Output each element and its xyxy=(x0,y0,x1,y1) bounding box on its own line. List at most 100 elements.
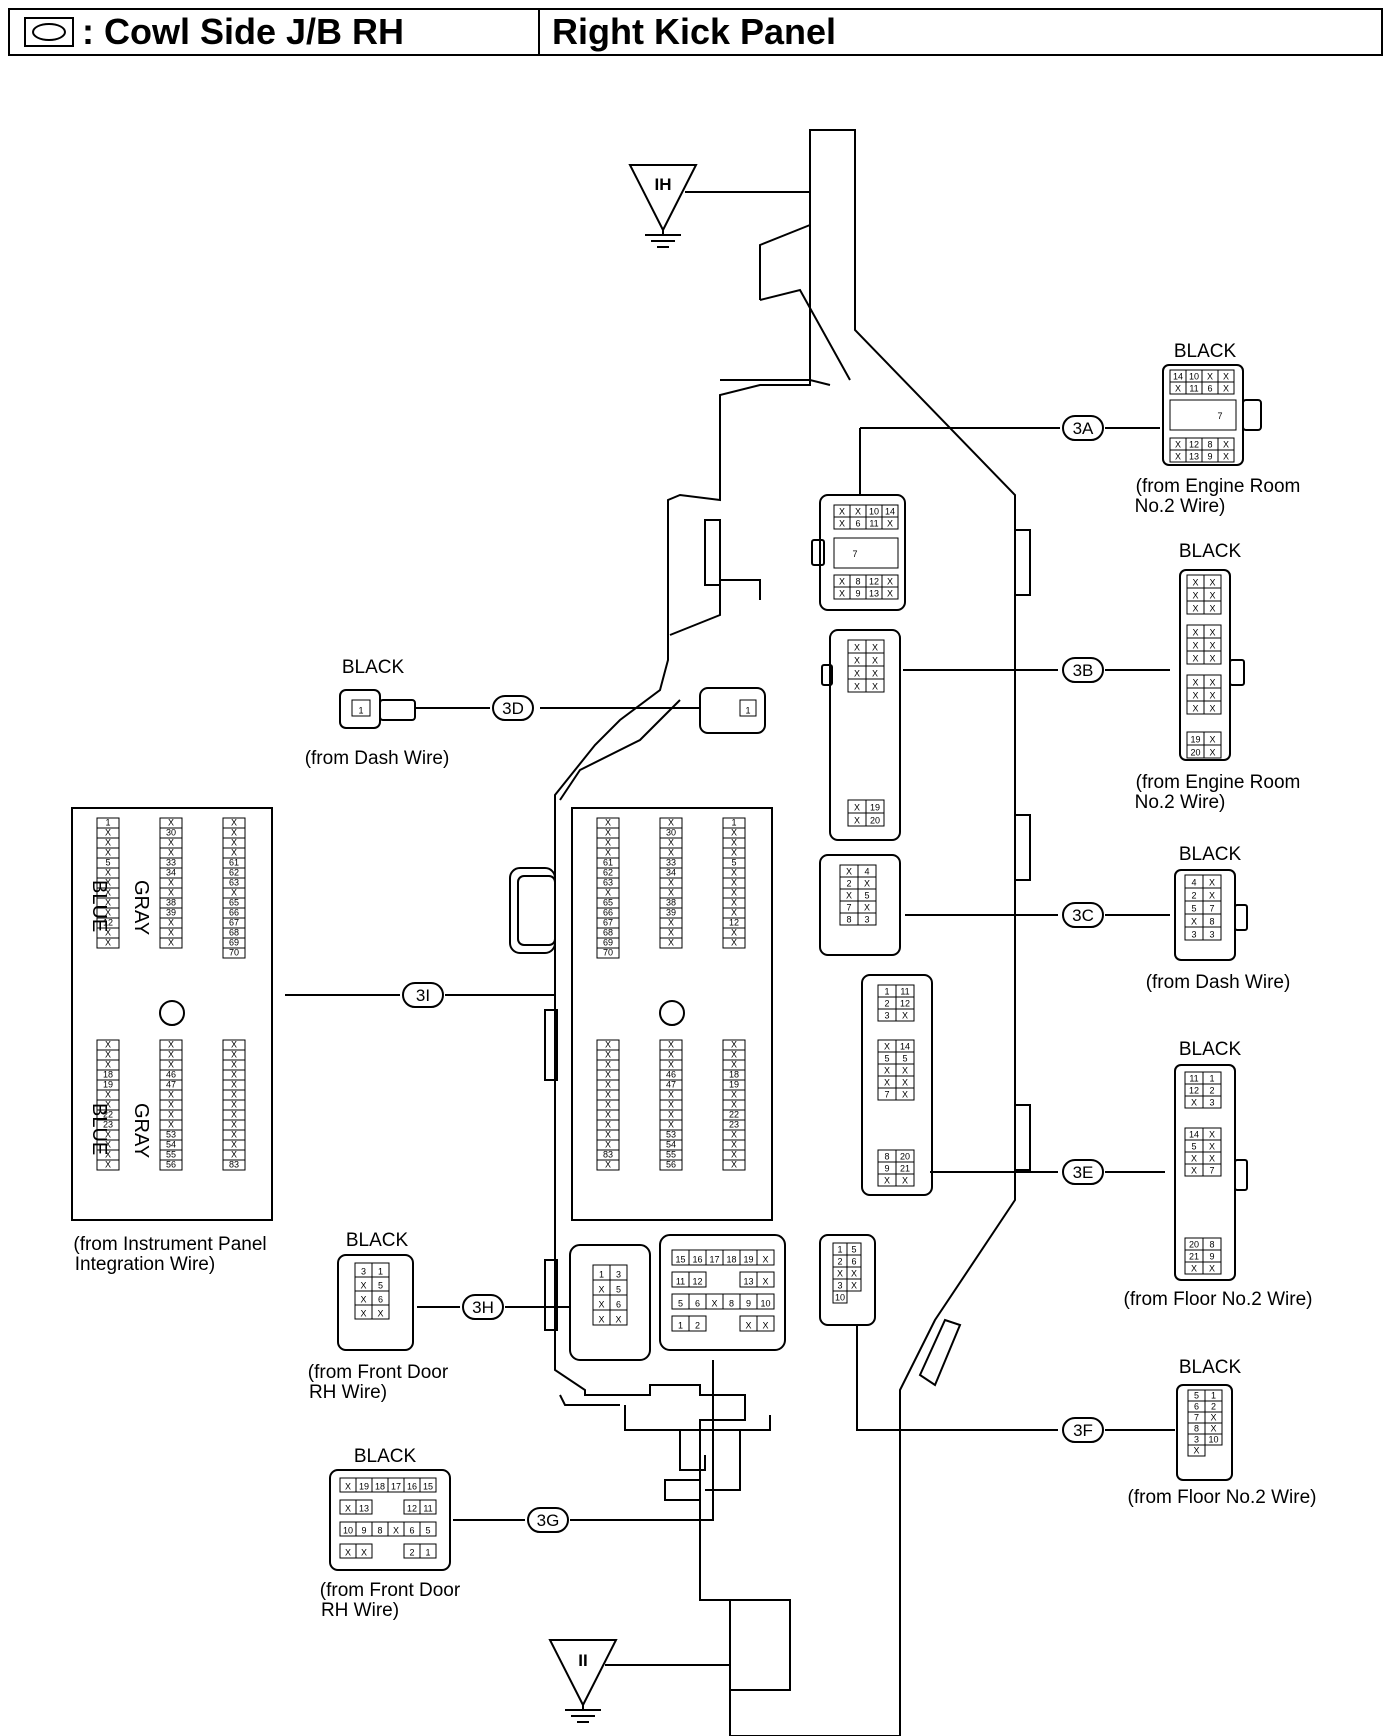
jb3g-pin: X xyxy=(762,1321,768,1331)
connector-3b-source2: No.2 Wire) xyxy=(1135,792,1226,813)
tag-3c-label: 3C xyxy=(1072,906,1094,925)
jb3c-pin: X xyxy=(846,867,852,877)
c3f-cell xyxy=(1187,1444,1206,1457)
c3b-pin: X xyxy=(1209,748,1215,758)
c3i-pin: X xyxy=(105,1150,111,1160)
jb3c-pin: 4 xyxy=(864,867,869,877)
c3i-pin: X xyxy=(168,1040,174,1050)
c3i-pin: X xyxy=(231,1100,237,1110)
c3f-cell xyxy=(1204,1433,1223,1446)
c3c-pin: 4 xyxy=(1191,878,1196,888)
jb3i-pin: 55 xyxy=(666,1150,676,1160)
c3i-pin: X xyxy=(105,908,111,918)
jb3i-pin: X xyxy=(605,1050,611,1060)
c3e-pin: 21 xyxy=(1189,1252,1199,1262)
c3g-pin: 15 xyxy=(423,1482,433,1492)
tag-3h xyxy=(462,1294,504,1320)
jb3i-pin: X xyxy=(605,1130,611,1140)
jb3i-pin: X xyxy=(731,1150,737,1160)
c3b-pin: X xyxy=(1209,628,1215,638)
c3i-pin: X xyxy=(231,888,237,898)
jb3i-pin: X xyxy=(605,828,611,838)
c3h-pin: 1 xyxy=(378,1267,383,1277)
jb-socket-3c-body xyxy=(819,854,901,956)
c3e-pin: X xyxy=(1191,1166,1197,1176)
c3g-cell xyxy=(355,1499,373,1515)
c3b-pin: X xyxy=(1192,591,1198,601)
tag-3f-label: 3F xyxy=(1073,1421,1093,1440)
jb3d-pin: 1 xyxy=(745,706,750,716)
c3i-pin: 70 xyxy=(229,948,239,958)
c3i-pin: 65 xyxy=(229,898,239,908)
jb3b-pin: 20 xyxy=(870,816,880,826)
jb-socket-3h-body xyxy=(569,1244,651,1361)
jb3h-pin: 6 xyxy=(616,1300,621,1310)
c3e-pin: 7 xyxy=(1209,1166,1214,1176)
jb3i-pin: 23 xyxy=(729,1120,739,1130)
connector-3g-body xyxy=(329,1469,451,1571)
jb3e-cell xyxy=(895,1173,915,1187)
jb3i-pin: X xyxy=(668,938,674,948)
jb3e-pin: X xyxy=(902,1176,908,1186)
c3i-pin: 68 xyxy=(229,928,239,938)
c3e-cell xyxy=(1202,1261,1222,1275)
c3i-pin: 23 xyxy=(103,1120,113,1130)
c3g-cell xyxy=(419,1521,437,1537)
header-title-cell: : Cowl Side J/B RH xyxy=(10,10,540,54)
jb3i-pin: 39 xyxy=(666,908,676,918)
jb3i-cell xyxy=(722,937,746,949)
jb3b-pin: X xyxy=(854,682,860,692)
jb3i-pin: X xyxy=(731,878,737,888)
jb3c-pin: X xyxy=(846,891,852,901)
jb3i-pin: X xyxy=(731,1130,737,1140)
c3g-pin: X xyxy=(345,1548,351,1558)
tag-3b-label: 3B xyxy=(1073,661,1094,680)
jb3f-pin: X xyxy=(851,1269,857,1279)
jb3e-pin: X xyxy=(884,1042,890,1052)
c3i-pin: X xyxy=(105,1160,111,1170)
c3e-pin: 5 xyxy=(1191,1142,1196,1152)
c3e-pin: 12 xyxy=(1189,1086,1199,1096)
c3i-pin: X xyxy=(231,1130,237,1140)
jb3i-pin: X xyxy=(731,838,737,848)
c3b-pin: X xyxy=(1209,641,1215,651)
jb3i-pin: 1 xyxy=(731,818,736,828)
jb3a-cell xyxy=(881,516,899,530)
c3b-pin: X xyxy=(1209,591,1215,601)
c3b-cell xyxy=(1203,700,1222,715)
ground-symbol-ii xyxy=(548,1639,730,1723)
jb3i-pin: X xyxy=(731,1050,737,1060)
connector-3a-latch xyxy=(1242,399,1262,431)
c3i-pin: X xyxy=(105,838,111,848)
jb3g-pin: 15 xyxy=(675,1255,685,1265)
jb3i-cell xyxy=(659,937,683,949)
inner-rib-2 xyxy=(759,288,851,381)
connector-3b-latch xyxy=(1229,659,1245,686)
c3a-pin: 14 xyxy=(1173,372,1183,382)
c3i-cell xyxy=(222,1159,246,1171)
c3i-pin: X xyxy=(231,1140,237,1150)
jb3e-pin: 9 xyxy=(884,1164,889,1174)
c3c-cell xyxy=(1202,926,1222,941)
c3c-pin: 3 xyxy=(1191,930,1196,940)
c3i-pin: X xyxy=(168,878,174,888)
c3g-cell xyxy=(419,1477,437,1493)
c3h-pin: X xyxy=(360,1281,366,1291)
jb3i-pin: X xyxy=(605,848,611,858)
jb3i-pin: 22 xyxy=(729,1110,739,1120)
jb3i-pin: X xyxy=(668,918,674,928)
jb3i-pin: 66 xyxy=(603,908,613,918)
connector-3d: 1 xyxy=(339,689,416,729)
c3f-pin: 6 xyxy=(1194,1402,1199,1412)
jb3f-pin: 2 xyxy=(837,1257,842,1267)
wire-color-blue: BLUE xyxy=(88,1103,110,1155)
jb3g-cell xyxy=(756,1315,775,1332)
wire-color-gray: GRAY xyxy=(130,880,152,935)
jb3g-pin: 10 xyxy=(760,1299,770,1309)
jb3e-pin: 2 xyxy=(884,999,889,1009)
jb3e-pin: 21 xyxy=(900,1164,910,1174)
c3f-pin: 3 xyxy=(1194,1435,1199,1445)
